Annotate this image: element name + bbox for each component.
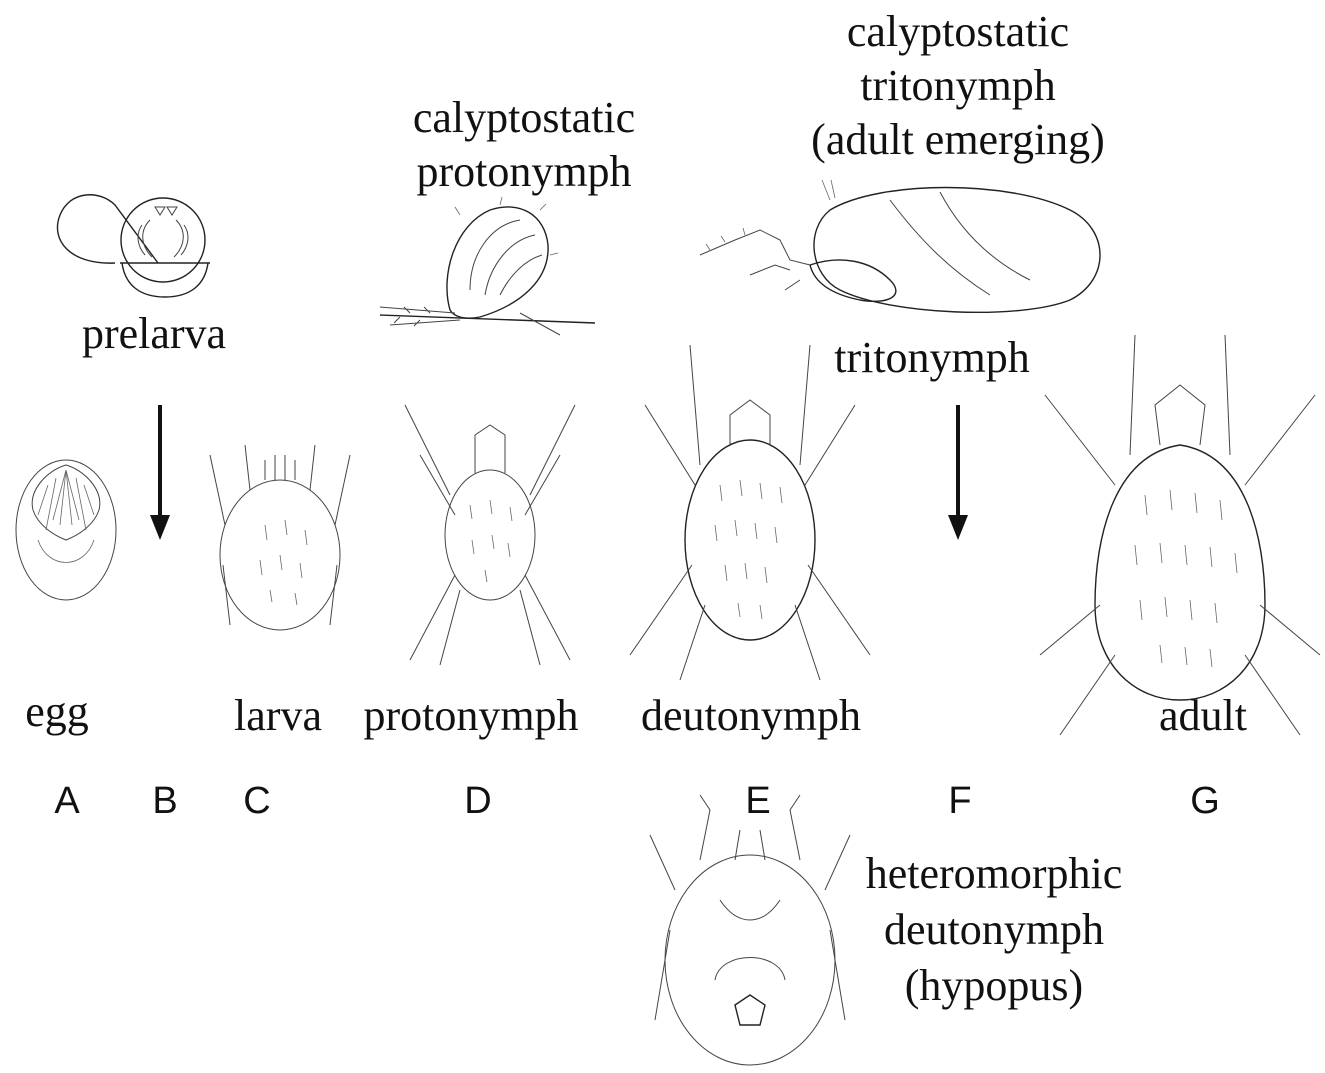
label-prelarva: prelarva	[82, 306, 226, 362]
egg-illustration	[8, 450, 128, 610]
label-calyptostatic-tritonymph-line1: calyptostatic	[847, 4, 1069, 60]
prelarva-illustration	[40, 185, 220, 305]
label-heteromorphic-deutonymph-line2: deutonymph	[884, 902, 1104, 958]
label-calyptostatic-tritonymph-line3: (adult emerging)	[811, 112, 1105, 168]
calyptostatic-protonymph-illustration	[370, 195, 600, 355]
arrow-down-b	[140, 400, 180, 550]
adult-illustration	[1035, 315, 1325, 735]
hypopus-illustration	[640, 790, 860, 1070]
label-protonymph: protonymph	[363, 688, 578, 744]
label-calyptostatic-tritonymph-line2: tritonymph	[860, 58, 1056, 114]
stage-letter-a: A	[54, 780, 79, 823]
deutonymph-illustration	[620, 335, 880, 680]
label-calyptostatic-protonymph-line1: calyptostatic	[413, 90, 635, 146]
stage-letter-c: C	[243, 780, 270, 823]
label-heteromorphic-deutonymph-line1: heteromorphic	[866, 846, 1123, 902]
label-calyptostatic-protonymph-line2: protonymph	[416, 144, 631, 200]
calyptostatic-tritonymph-illustration	[690, 180, 1110, 330]
stage-letter-d: D	[464, 780, 491, 823]
protonymph-illustration	[400, 395, 580, 665]
label-deutonymph: deutonymph	[641, 688, 861, 744]
arrow-down-f	[938, 400, 978, 550]
label-egg: egg	[25, 684, 89, 740]
stage-letter-g: G	[1190, 780, 1220, 823]
stage-letter-b: B	[152, 780, 177, 823]
label-larva: larva	[234, 688, 322, 744]
larva-illustration	[205, 415, 355, 645]
stage-letter-f: F	[948, 780, 971, 823]
label-heteromorphic-deutonymph-line3: (hypopus)	[905, 958, 1083, 1014]
